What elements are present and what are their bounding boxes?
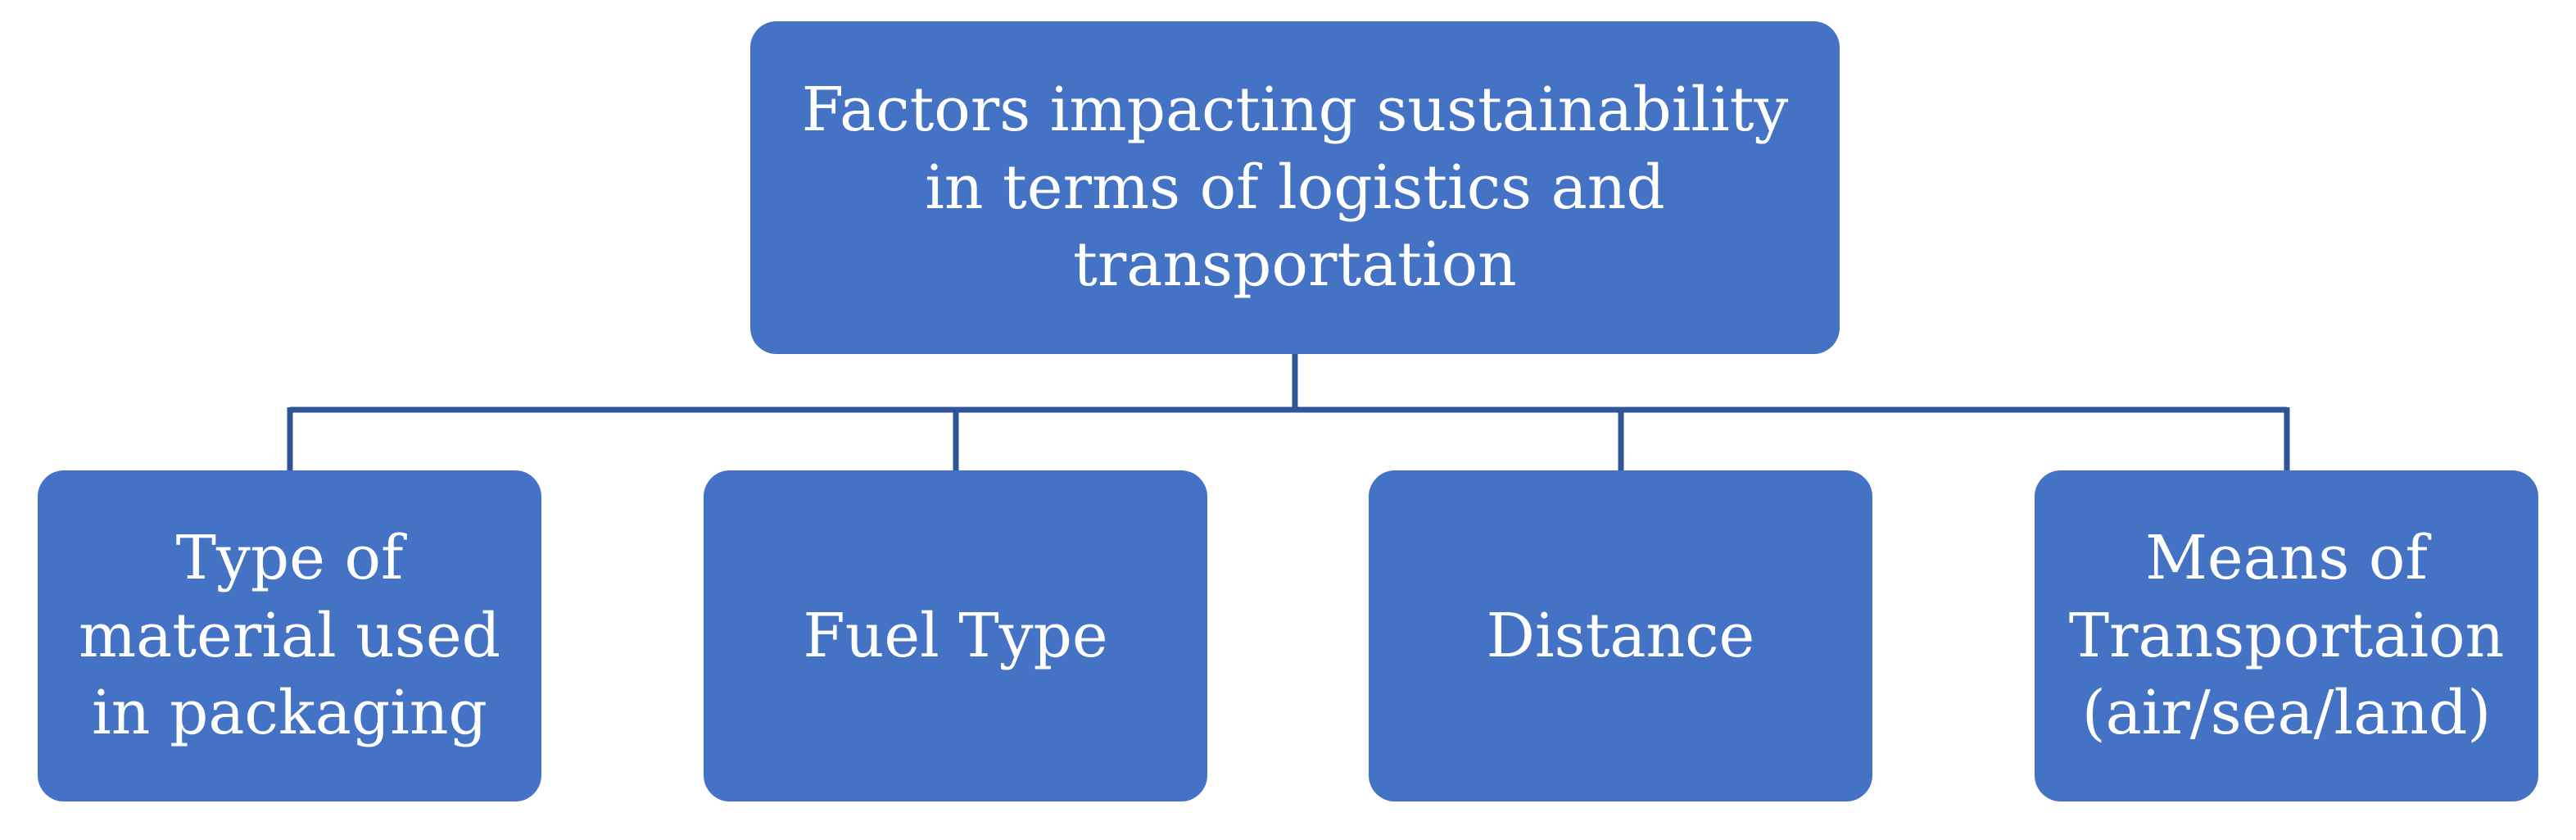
child-node-label: Fuel Type — [803, 600, 1108, 671]
child-node-label: Type of material used in packaging — [79, 522, 500, 749]
child-node-fuel-type: Fuel Type — [704, 470, 1207, 801]
child-node-label: Distance — [1486, 600, 1755, 671]
child-node-label: Means of Transportaion (air/sea/land) — [2068, 522, 2505, 749]
child-node-packaging-material: Type of material used in packaging — [38, 470, 541, 801]
root-node-label: Factors impacting sustainability in term… — [801, 74, 1789, 301]
child-node-means-of-transportation: Means of Transportaion (air/sea/land) — [2035, 470, 2538, 801]
root-node: Factors impacting sustainability in term… — [750, 21, 1840, 354]
child-node-distance: Distance — [1369, 470, 1872, 801]
